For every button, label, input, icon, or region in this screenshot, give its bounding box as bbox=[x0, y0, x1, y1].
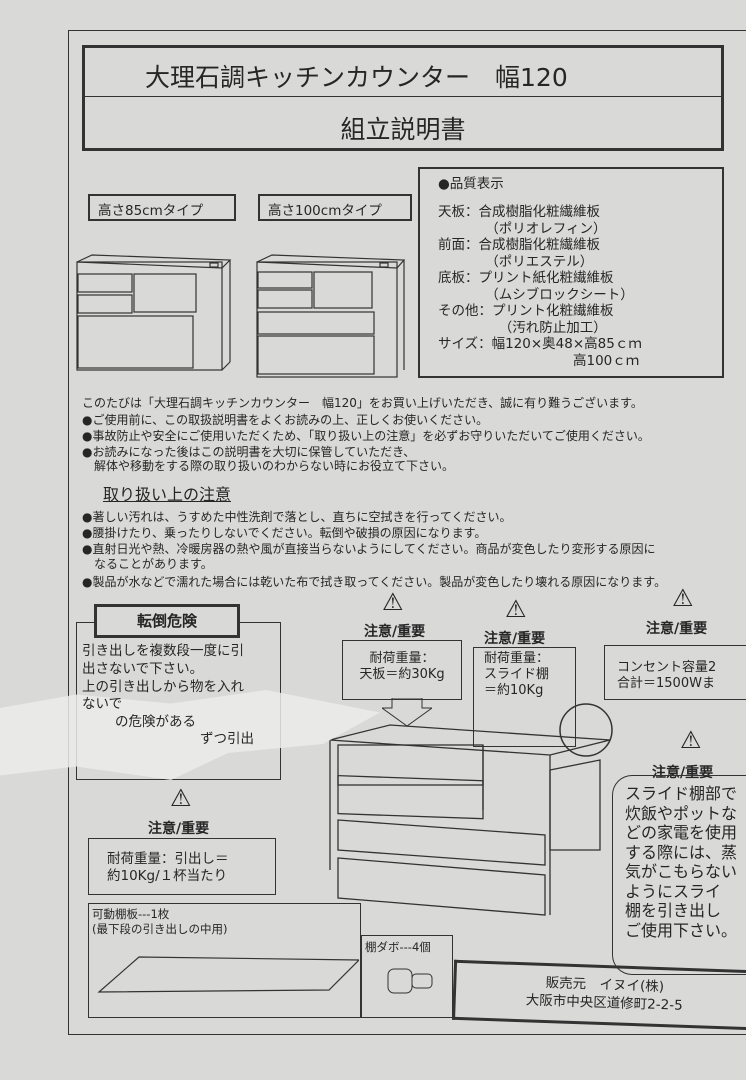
tipping-heading: 転倒危険 bbox=[94, 604, 240, 638]
quality-line: 前面：合成樹脂化粧繊維板 bbox=[438, 237, 600, 253]
title-box: 大理石調キッチンカウンター 幅120 組立説明書 bbox=[82, 45, 724, 151]
slide-load-line: スライド棚 bbox=[484, 667, 550, 682]
intro-line: ●ご使用前に、この取扱説明書をよくお読みの上、正しくお使いください。 bbox=[82, 413, 489, 427]
slide-load-line: 耐荷重量： bbox=[484, 651, 550, 666]
counter-illustration bbox=[329, 703, 613, 916]
quality-heading: ●品質表示 bbox=[438, 176, 504, 192]
slide-usage-line: 気がこもらない bbox=[625, 862, 738, 881]
warning-triangle-icon: ⚠ bbox=[680, 726, 702, 754]
slide-load-callout: 耐荷重量： スライド棚 ＝約10Kg bbox=[473, 647, 576, 747]
top-load-line: 耐荷重量： bbox=[369, 651, 435, 666]
top-load-line: 天板＝約30Kg bbox=[359, 667, 445, 682]
cabinet-85-illustration bbox=[76, 254, 232, 371]
handling-item: ●腰掛けたり、乗ったりしないでください。転倒や破損の原因になります。 bbox=[82, 526, 487, 540]
caution-label: 注意/重要 bbox=[652, 765, 714, 781]
drawer-load-line: 約10Kg/１杯当たり bbox=[107, 868, 228, 884]
shelf-part-line: 可動棚板---1枚 bbox=[92, 907, 170, 921]
tipping-line: 上の引き出しから物を入れ bbox=[82, 679, 244, 695]
cabinet-100-illustration bbox=[256, 254, 406, 378]
outlet-capacity-callout: コンセント容量2 合計＝1500Wま bbox=[604, 645, 746, 700]
warning-triangle-icon: ⚠ bbox=[170, 784, 192, 812]
handling-item: なることがあります。 bbox=[82, 557, 213, 571]
warning-triangle-icon: ⚠ bbox=[382, 588, 404, 616]
intro-line: 解体や移動をする際の取り扱いのわからない時にお役立て下さい。 bbox=[82, 459, 455, 473]
shelf-board-part-box: 可動棚板---1枚 (最下段の引き出しの中用) bbox=[88, 903, 361, 1018]
slide-usage-line: ようにスライ bbox=[625, 881, 722, 901]
top-load-callout: 耐荷重量： 天板＝約30Kg bbox=[342, 640, 462, 700]
caution-label: 注意/重要 bbox=[148, 821, 210, 837]
quality-line: 天板：合成樹脂化粧繊維板 bbox=[438, 204, 600, 220]
seller-box: 販売元 イヌイ(株) 大阪市中央区道修町2-2-5 bbox=[452, 959, 746, 1031]
slide-usage-line: どの家電を使用 bbox=[625, 823, 738, 842]
caution-label: 注意/重要 bbox=[364, 624, 426, 640]
down-arrow-icon bbox=[382, 698, 432, 727]
type-label-100: 高さ100cmタイプ bbox=[258, 194, 412, 221]
warning-triangle-icon: ⚠ bbox=[505, 595, 527, 623]
type-label-85: 高さ85cmタイプ bbox=[88, 194, 236, 221]
dowel-illustration bbox=[387, 968, 433, 994]
shelf-board-illustration bbox=[97, 956, 359, 993]
tipping-line: ないで bbox=[82, 696, 123, 712]
tipping-line: 引き出しを複数段一度に引 bbox=[82, 643, 244, 659]
slide-usage-line: する際には、蒸 bbox=[625, 842, 738, 862]
tipping-line: ずつ引出 bbox=[200, 731, 254, 747]
outer-border bbox=[68, 30, 746, 1035]
quality-line: （ムシブロックシート） bbox=[438, 286, 634, 303]
shelf-part-line: (最下段の引き出しの中用) bbox=[92, 922, 228, 936]
slide-load-line: ＝約10Kg bbox=[484, 683, 544, 698]
caution-label: 注意/重要 bbox=[646, 621, 708, 637]
slide-usage-line: ご使用下さい。 bbox=[625, 920, 738, 940]
title-line2: 組立説明書 bbox=[340, 115, 466, 144]
tipping-line: の危険がある bbox=[115, 714, 196, 730]
quality-line: サイズ：幅120×奥48×高85ｃｍ bbox=[438, 336, 642, 352]
intro-line: ●お読みになった後はこの説明書を大切に保管していただき、 bbox=[82, 445, 416, 459]
quality-line: （ポリオレフィン） bbox=[438, 220, 607, 237]
title-line1: 大理石調キッチンカウンター 幅120 bbox=[145, 63, 568, 92]
slide-usage-callout: スライド棚部で 炊飯やポットな どの家電を使用 する際には、蒸 気がこもらない … bbox=[612, 775, 746, 975]
drawer-load-line: 耐荷重量：引出し＝ bbox=[107, 851, 229, 867]
drawer-load-callout: 耐荷重量：引出し＝ 約10Kg/１杯当たり bbox=[88, 838, 276, 895]
caution-label: 注意/重要 bbox=[484, 631, 546, 647]
quality-label-box: ●品質表示 天板：合成樹脂化粧繊維板 （ポリオレフィン） 前面：合成樹脂化粧繊維… bbox=[418, 167, 724, 378]
dowel-part-label: 棚ダボ---4個 bbox=[365, 940, 431, 954]
tipping-line: 出さないで下さい。 bbox=[82, 661, 204, 677]
handling-item: ●直射日光や熱、冷暖房器の熱や風が直接当らないようにしてください。商品が変色した… bbox=[82, 542, 656, 556]
intro-line: このたびは「大理石調キッチンカウンター 幅120」をお買い上げいただき、誠に有り… bbox=[82, 396, 643, 410]
intro-line: ●事故防止や安全にご使用いただくため、「取り扱い上の注意」を必ずお守りいただいて… bbox=[82, 429, 650, 443]
handling-heading: 取り扱い上の注意 bbox=[103, 485, 232, 504]
slide-usage-line: 炊飯やポットな bbox=[625, 803, 738, 823]
outlet-line: 合計＝1500Wま bbox=[617, 676, 715, 691]
handling-item: ●製品が水などで濡れた場合には乾いた布で拭き取ってください。製品が変色したり壊れ… bbox=[82, 575, 667, 589]
quality-line: （汚れ防止加工） bbox=[438, 319, 607, 336]
slide-usage-line: 棚を引き出し bbox=[625, 901, 722, 920]
slide-usage-line: スライド棚部で bbox=[625, 784, 738, 803]
warning-triangle-icon: ⚠ bbox=[672, 584, 694, 612]
quality-line: （ポリエステル） bbox=[438, 253, 594, 270]
quality-line: 高100ｃｍ bbox=[438, 352, 640, 369]
handling-item: ●著しい汚れは、うすめた中性洗剤で落とし、直ちに空拭きを行ってください。 bbox=[82, 510, 512, 524]
dowel-part-box: 棚ダボ---4個 bbox=[361, 935, 453, 1018]
quality-line: 底板：プリント紙化粧繊維板 bbox=[438, 270, 614, 286]
quality-line: その他：プリント化粧繊維板 bbox=[438, 303, 614, 319]
outlet-line: コンセント容量2 bbox=[617, 660, 717, 675]
